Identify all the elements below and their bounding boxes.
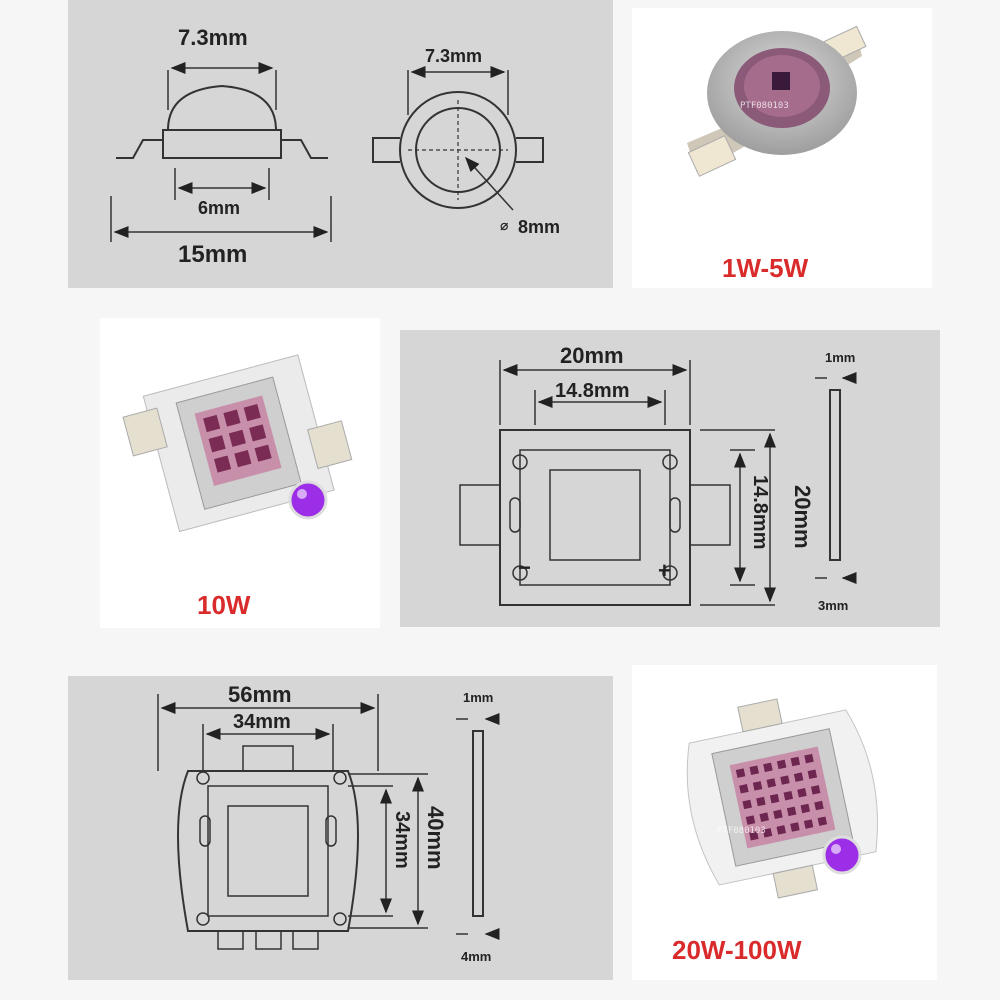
top-width-label: 7.3mm (425, 46, 482, 66)
side-width-label: 7.3mm (178, 25, 248, 50)
caption-10w: 10W (197, 590, 251, 620)
width-outer-label-100w: 56mm (228, 682, 292, 707)
side-total-label: 15mm (178, 241, 247, 268)
led-10w-photo (122, 354, 353, 533)
caption-1w-5w: 1W-5W (722, 253, 809, 283)
diagram-100w-svg: 56mm 34mm 40mm 34mm 1mm 4mm (157, 682, 613, 964)
photo-10w-panel: 10W (100, 318, 380, 628)
thickness-top-label: 1mm (825, 350, 855, 365)
diagram-1w-svg: 7.3mm 6mm 15mm 7.3mm ⌀ 8mm (110, 25, 560, 268)
watermark-100w: PTF080103 (717, 826, 766, 836)
watermark-1w: PTF080103 (740, 101, 789, 111)
photo-1w-panel: PTF080103 1W-5W (632, 8, 932, 288)
led-chip (772, 72, 790, 90)
caption-20w-100w: 20W-100W (672, 935, 802, 965)
height-outer-label-100w: 40mm (423, 806, 448, 870)
diameter-symbol: ⌀ (500, 217, 509, 233)
side-base-label: 6mm (198, 198, 240, 218)
height-outer-label: 20mm (790, 485, 815, 549)
width-inner-label-100w: 34mm (233, 711, 291, 733)
led-1w-side-view (110, 62, 332, 242)
uv-color-dot (288, 480, 328, 520)
top-diameter-label: 8mm (518, 217, 560, 237)
thickness-bottom-label: 3mm (818, 598, 848, 613)
uv-color-dot-100w (822, 835, 862, 875)
minus-terminal-label: − (518, 555, 531, 580)
led-10w-outline (459, 360, 855, 606)
plus-terminal-label: + (658, 558, 671, 583)
thickness-top-label-100w: 1mm (463, 690, 493, 705)
diagram-100w-panel: 56mm 34mm 40mm 34mm 1mm 4mm (68, 676, 613, 980)
photo-100w-panel: PTF080103 20W-100W (632, 665, 937, 980)
led-100w-outline (157, 694, 498, 950)
diagram-10w-svg: 20mm 14.8mm 20mm 14.8mm 1mm 3mm − + (459, 343, 940, 613)
diagram-10w-panel: 20mm 14.8mm 20mm 14.8mm 1mm 3mm − + (400, 330, 940, 627)
led-100w-photo: PTF080103 (686, 698, 878, 899)
width-inner-label: 14.8mm (555, 380, 630, 402)
led-1w-top-view (372, 66, 544, 211)
thickness-bottom-label-100w: 4mm (461, 949, 491, 964)
height-inner-label-100w: 34mm (391, 811, 413, 869)
diagram-1w-panel: 7.3mm 6mm 15mm 7.3mm ⌀ 8mm (68, 0, 613, 288)
led-1w-photo: PTF080103 (687, 25, 867, 177)
width-outer-label: 20mm (560, 343, 624, 368)
height-inner-label: 14.8mm (749, 475, 771, 550)
